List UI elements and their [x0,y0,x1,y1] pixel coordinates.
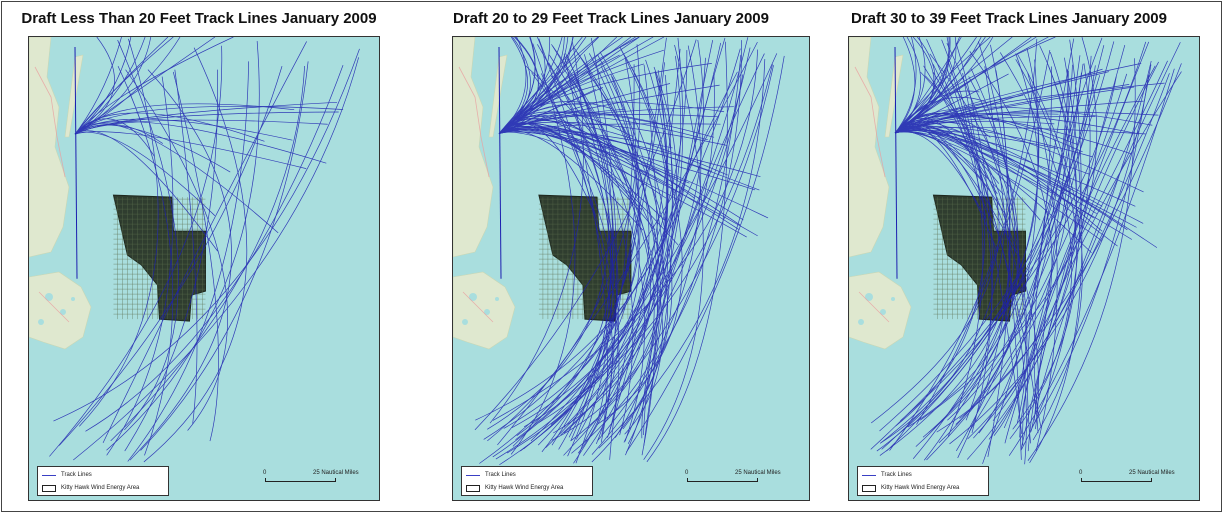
scale-bar: 0 25 Nautical Miles [1077,470,1187,492]
track-line-swatch [466,474,480,476]
mainland-north [453,37,494,258]
legend-item-track-lines: Track Lines [862,469,912,481]
panel-title: Draft 20 to 29 Feet Track Lines January … [453,10,769,27]
panel-draft-under-20: Draft Less Than 20 Feet Track Lines Janu… [4,2,394,507]
map-canvas [29,37,379,500]
legend-item-wind-area: Kitty Hawk Wind Energy Area [466,482,563,494]
legend-item-wind-area: Kitty Hawk Wind Energy Area [42,482,139,494]
track-map: Track Lines Kitty Hawk Wind Energy Area … [848,36,1200,501]
island-south [29,271,92,350]
wind-area-swatch [466,484,480,492]
panel-draft-30-39: Draft 30 to 39 Feet Track Lines January … [814,2,1204,507]
legend-item-track-lines: Track Lines [466,469,516,481]
land [849,37,912,350]
barrier-island [64,54,84,138]
track-map: Track Lines Kitty Hawk Wind Energy Area … [28,36,380,501]
land [29,37,92,350]
scale-bar: 0 25 Nautical Miles [261,470,371,492]
mainland-north [849,37,890,258]
track-line-swatch [42,474,56,476]
island-south [453,271,516,350]
map-legend: Track Lines Kitty Hawk Wind Energy Area [37,466,169,496]
barrier-island [884,54,904,138]
track-line-swatch [862,474,876,476]
ocean [453,37,809,500]
panel-draft-20-29: Draft 20 to 29 Feet Track Lines January … [416,2,810,507]
wind-area-swatch [42,484,56,492]
wind-area-swatch [862,484,876,492]
scale-bar: 0 25 Nautical Miles [683,470,793,492]
mainland-north [29,37,70,258]
map-canvas [453,37,809,500]
island-south [849,271,912,350]
track-map: Track Lines Kitty Hawk Wind Energy Area … [452,36,810,501]
legend-item-track-lines: Track Lines [42,469,92,481]
panel-title: Draft Less Than 20 Feet Track Lines Janu… [21,10,377,27]
track-lines [870,37,1182,465]
map-legend: Track Lines Kitty Hawk Wind Energy Area [857,466,989,496]
barrier-island [488,54,508,138]
panel-title: Draft 30 to 39 Feet Track Lines January … [851,10,1167,27]
track-lines [49,37,360,463]
legend-item-wind-area: Kitty Hawk Wind Energy Area [862,482,959,494]
land [453,37,516,350]
map-canvas [849,37,1199,500]
map-legend: Track Lines Kitty Hawk Wind Energy Area [461,466,593,496]
track-lines [474,37,785,466]
